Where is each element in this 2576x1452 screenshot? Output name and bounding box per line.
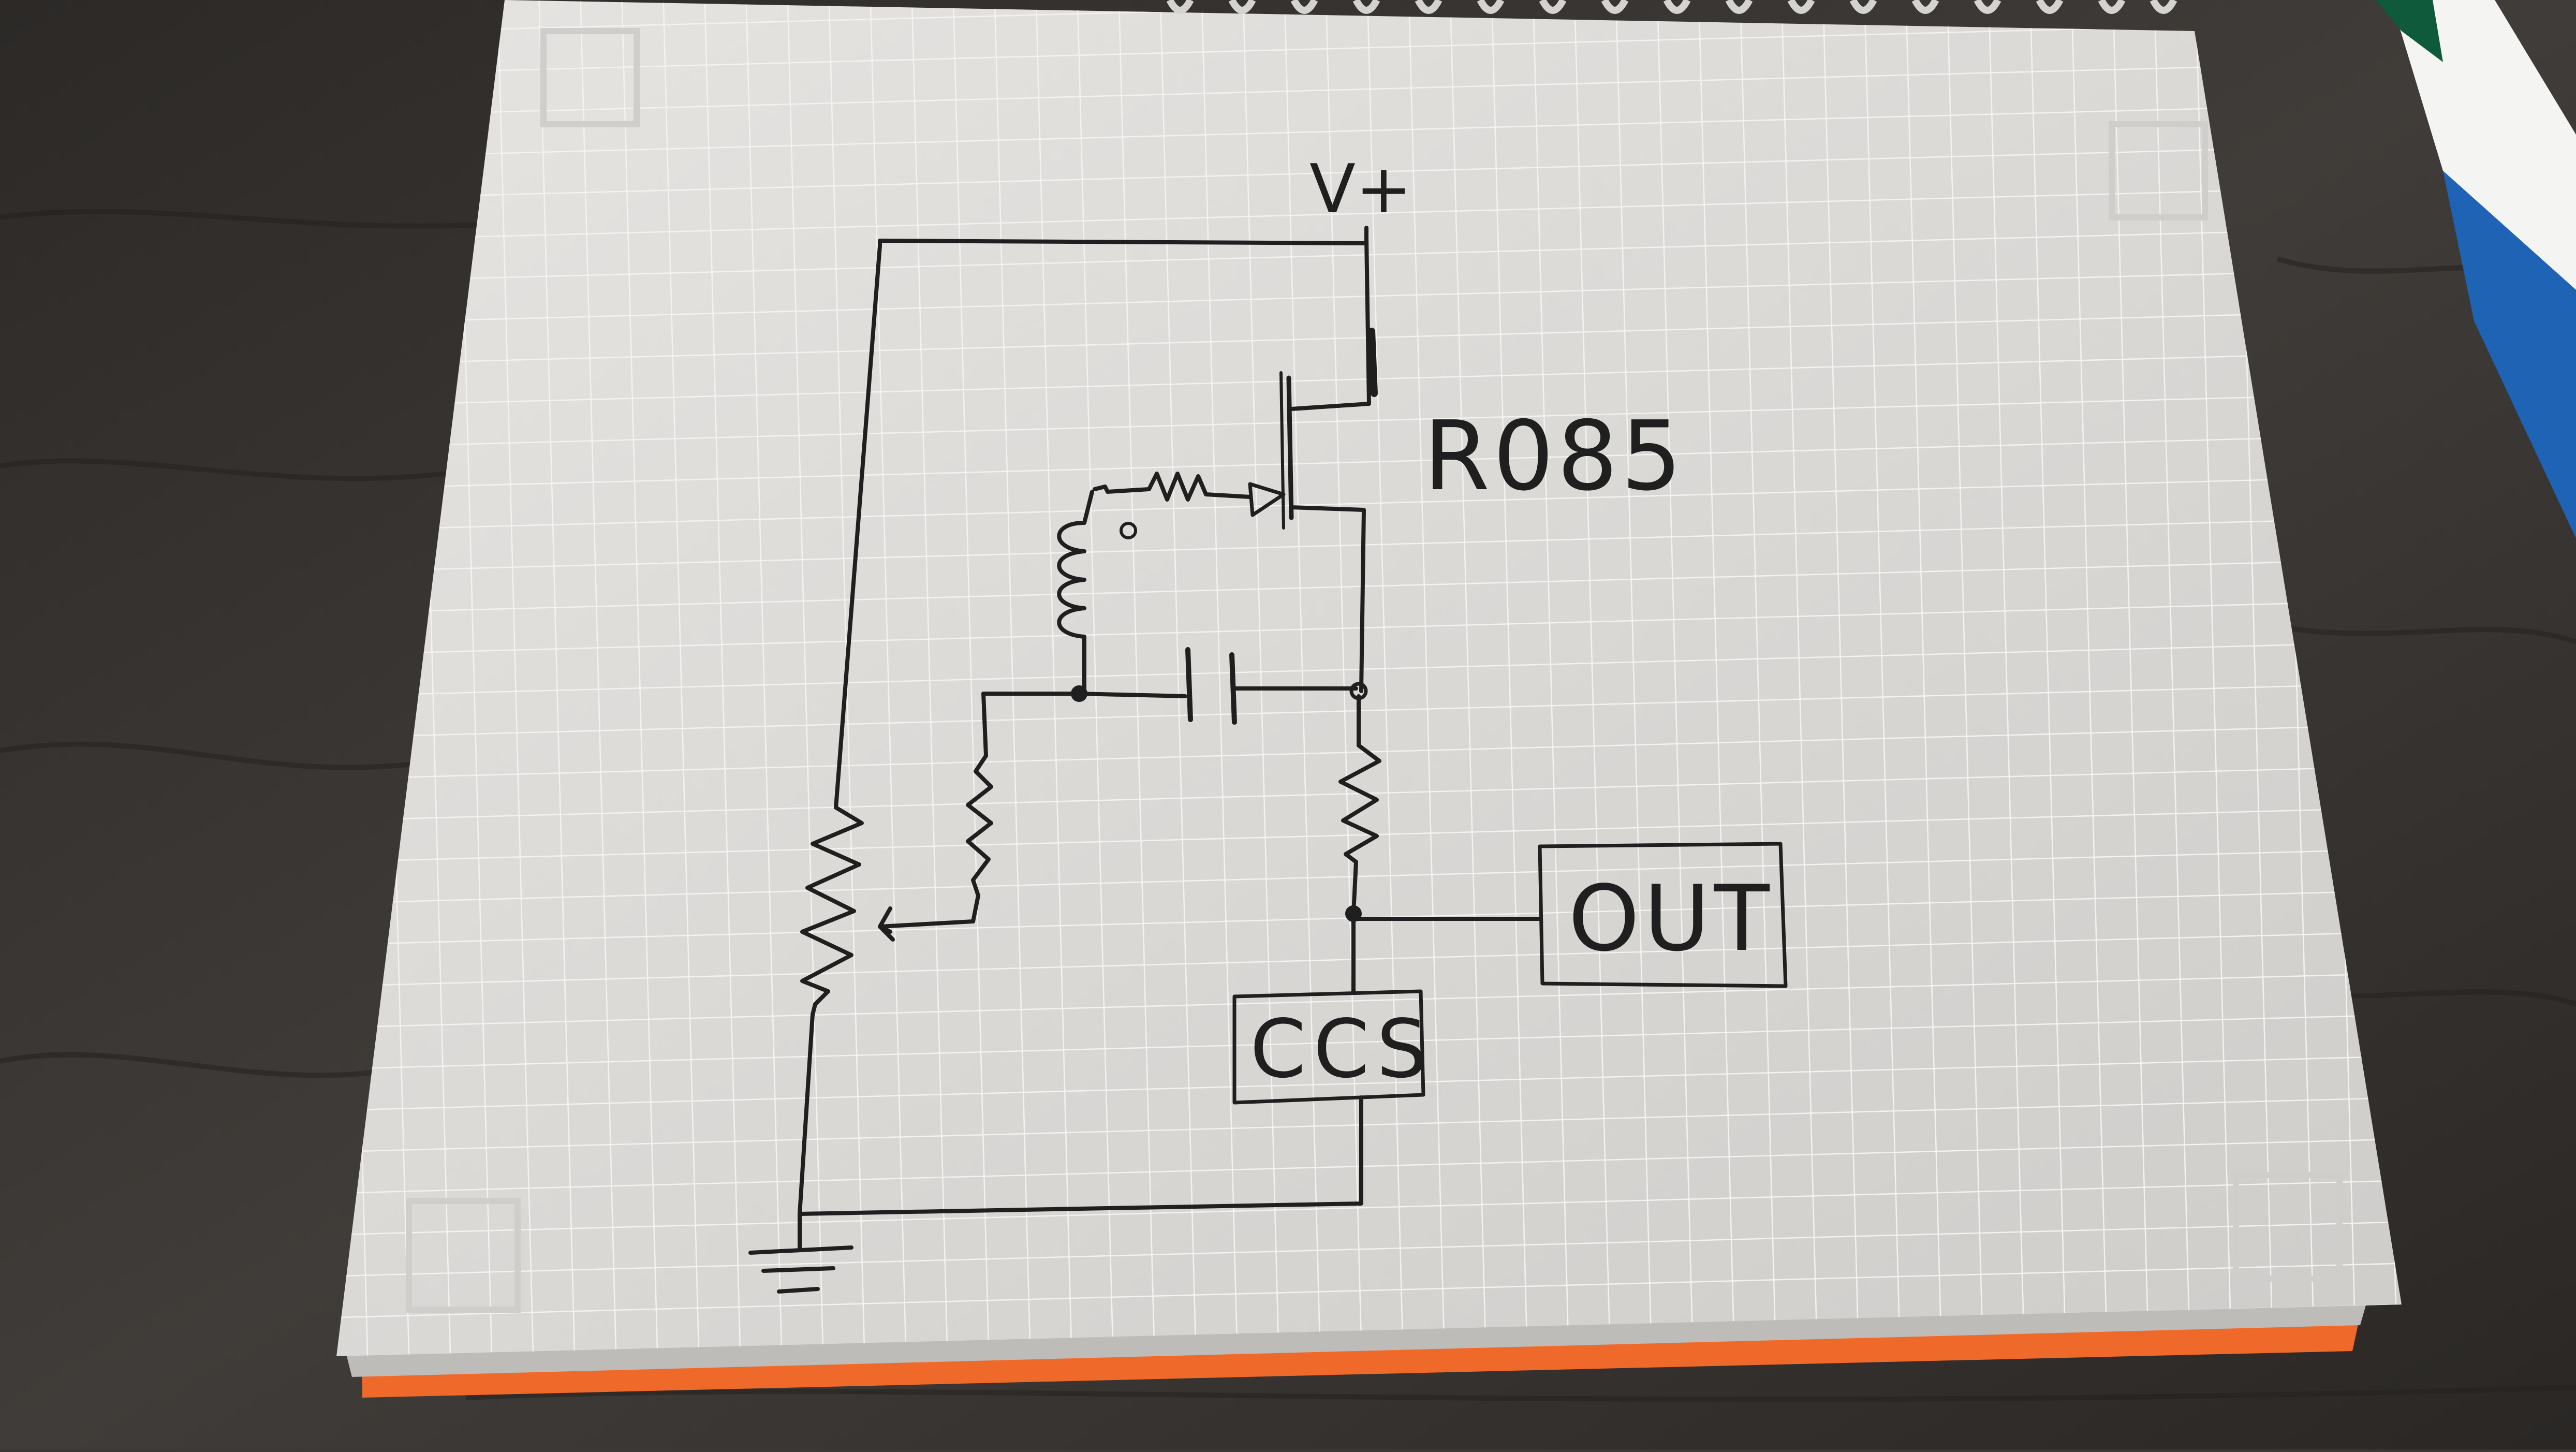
tube-body bbox=[1286, 375, 1294, 520]
left-ground-wire bbox=[798, 1013, 815, 1216]
out-box bbox=[1538, 842, 1788, 988]
bias-resistor-wire bbox=[878, 893, 980, 929]
page-corner-markers bbox=[406, 28, 2343, 1313]
circuit-drawing bbox=[748, 226, 1788, 1294]
grid-stopper-resistor bbox=[1106, 472, 1252, 502]
cathode-wire bbox=[1289, 505, 1366, 693]
capacitor-plate-left bbox=[1185, 647, 1193, 722]
ccs-label: CCS bbox=[1250, 1002, 1435, 1096]
inductor-coil bbox=[1057, 490, 1094, 691]
plate-wire bbox=[1289, 236, 1371, 411]
grid-lines bbox=[336, 0, 2402, 1356]
potentiometer bbox=[800, 805, 864, 1017]
left-rail-wire bbox=[834, 244, 882, 810]
bias-wire bbox=[981, 692, 988, 758]
load-resistor bbox=[1338, 694, 1381, 916]
tube-cathode-stub bbox=[1279, 371, 1285, 530]
blue-marker bbox=[2376, 0, 2576, 538]
tube-plate bbox=[1368, 328, 1378, 397]
grid-arrow bbox=[1248, 482, 1286, 517]
spiral-binding bbox=[1166, 0, 2177, 14]
potentiometer-wiper bbox=[878, 906, 895, 942]
out-label: OUT bbox=[1568, 867, 1774, 972]
ground-symbol bbox=[748, 1212, 853, 1294]
diagram-labels: V+ R085 OUT CCS bbox=[1250, 150, 1774, 1096]
wood-grain bbox=[0, 209, 2576, 1402]
ccs-box bbox=[1232, 989, 1425, 1105]
bias-resistor bbox=[966, 754, 993, 898]
grid-wire-left bbox=[1093, 485, 1110, 494]
tube-label: R085 bbox=[1423, 400, 1685, 512]
ccs-bottom-wire bbox=[798, 1095, 1363, 1216]
coil-dot-marker bbox=[1120, 522, 1137, 539]
node-coil-capacitor bbox=[1071, 685, 1087, 702]
supply-label: V+ bbox=[1309, 150, 1412, 228]
